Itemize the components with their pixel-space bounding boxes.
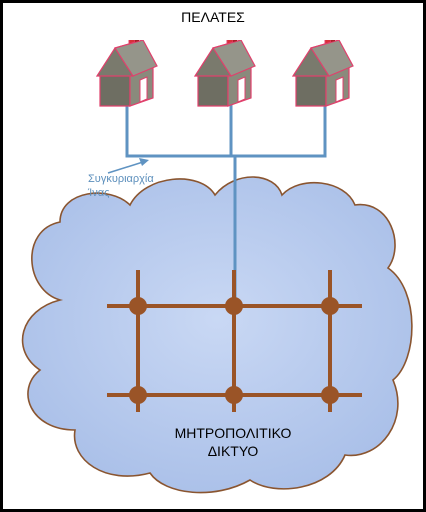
node (129, 297, 147, 315)
node (129, 386, 147, 404)
arrow-icon (107, 158, 149, 174)
network-label: ΜΗΤΡΟΠΟΛΙΤΙΚΟ ΔΙΚΤΥΟ (163, 424, 303, 460)
network-label-line2: ΔΙΚΤΥΟ (207, 443, 259, 459)
fiber-label-line1: Συγκυριαρχία (88, 173, 154, 185)
network-nodes (129, 297, 339, 404)
cloud-icon (21, 176, 413, 494)
fiber-label-line2: Ίνας (88, 187, 110, 199)
node (225, 297, 243, 315)
node (321, 297, 339, 315)
fiber-label: Συγκυριαρχία Ίνας (88, 172, 178, 200)
clients-label: ΠΕΛΑΤΕΣ (181, 9, 245, 25)
node (225, 386, 243, 404)
node (321, 386, 339, 404)
network-label-line1: ΜΗΤΡΟΠΟΛΙΤΙΚΟ (174, 425, 292, 441)
